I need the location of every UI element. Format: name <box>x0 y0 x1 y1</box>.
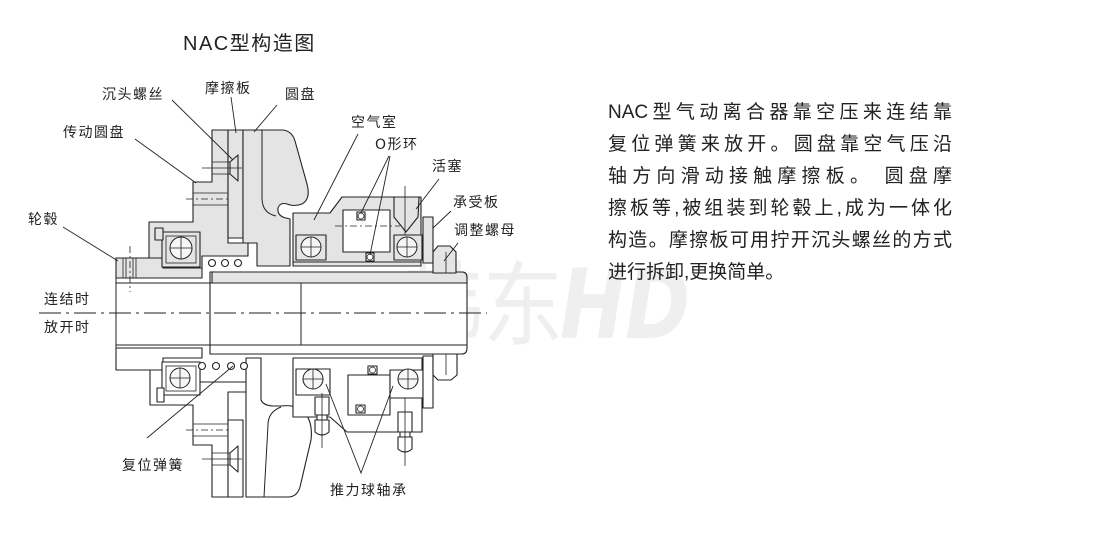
hub-bearing-bottom <box>156 361 201 403</box>
description-line: 复位弹簧来放开。圆盘靠空气压沿 <box>608 134 952 155</box>
drive-disc-bolt <box>193 192 228 437</box>
watermark-latin: HD <box>560 249 690 361</box>
grease-nipple-left <box>314 393 330 448</box>
leader-hub <box>62 226 119 262</box>
leader-o-ring <box>360 155 391 256</box>
label-return-spring: 复位弹簧 <box>122 457 184 474</box>
diagram-title: NAC型构造图 <box>183 33 316 55</box>
label-thrust-ball-bearing: 推力球轴承 <box>330 483 408 499</box>
piston <box>393 196 420 233</box>
piston-cavity <box>342 209 391 253</box>
part-labels: 沉头螺丝 摩擦板 圆盘 传动圆盘 空气室 O形环 活塞 承受板 调整螺母 轮毂 … <box>28 80 516 499</box>
o-ring <box>367 365 378 375</box>
description-line: NAC型气动离合器靠空压来连结靠 <box>608 102 952 123</box>
leader-adjusting-nut <box>443 242 459 262</box>
leader-disc <box>253 104 278 133</box>
leader-return-spring <box>146 365 234 439</box>
label-air-chamber: 空气室 <box>351 114 398 131</box>
countersunk-screw <box>202 154 242 473</box>
o-ring <box>355 404 366 414</box>
label-adjusting-nut: 调整螺母 <box>454 223 516 239</box>
grease-nipple-right <box>397 398 413 466</box>
label-hub: 轮毂 <box>28 212 59 228</box>
label-drive-disc: 传动圆盘 <box>63 124 125 141</box>
leader-countersunk-screw <box>171 99 234 161</box>
description-line: 擦板等,被组装到轮毂上,成为一体化 <box>608 198 952 219</box>
disc <box>242 129 312 498</box>
description-paragraph: NAC型气动离合器靠空压来连结靠 复位弹簧来放开。圆盘靠空气压沿 轴方向滑动接触… <box>608 97 952 289</box>
leader-thrust-ball-bearing <box>325 383 394 475</box>
label-pressure-plate: 承受板 <box>453 195 500 211</box>
hub <box>115 246 203 371</box>
return-spring <box>197 258 249 371</box>
leader-friction-plate <box>230 96 237 134</box>
label-o-ring: O形环 <box>375 137 419 153</box>
description-line: 轴方向滑动接触摩擦板。 圆盘摩 <box>608 166 952 187</box>
description-line: 进行拆卸,更换简单。 <box>608 262 785 283</box>
leader-air-chamber <box>313 133 359 221</box>
label-friction-plate: 摩擦板 <box>205 80 252 97</box>
label-piston: 活塞 <box>432 158 463 175</box>
pressure-plate <box>422 216 434 409</box>
leader-drive-disc <box>134 138 197 184</box>
friction-plate <box>227 129 244 498</box>
label-engaged-state: 连结时 <box>44 292 91 308</box>
label-disc: 圆盘 <box>285 86 316 103</box>
leader-lines <box>62 96 459 475</box>
leader-piston <box>415 178 440 210</box>
leader-pressure-plate <box>432 210 452 229</box>
hub-bolt <box>122 258 137 278</box>
air-chamber-top <box>292 186 423 267</box>
label-released-state: 放开时 <box>44 320 91 336</box>
hub-bearing-top <box>154 227 201 268</box>
description-line: 构造。摩擦板可用拧开沉头螺丝的方式 <box>608 230 952 251</box>
label-countersunk-screw: 沉头螺丝 <box>102 87 164 103</box>
